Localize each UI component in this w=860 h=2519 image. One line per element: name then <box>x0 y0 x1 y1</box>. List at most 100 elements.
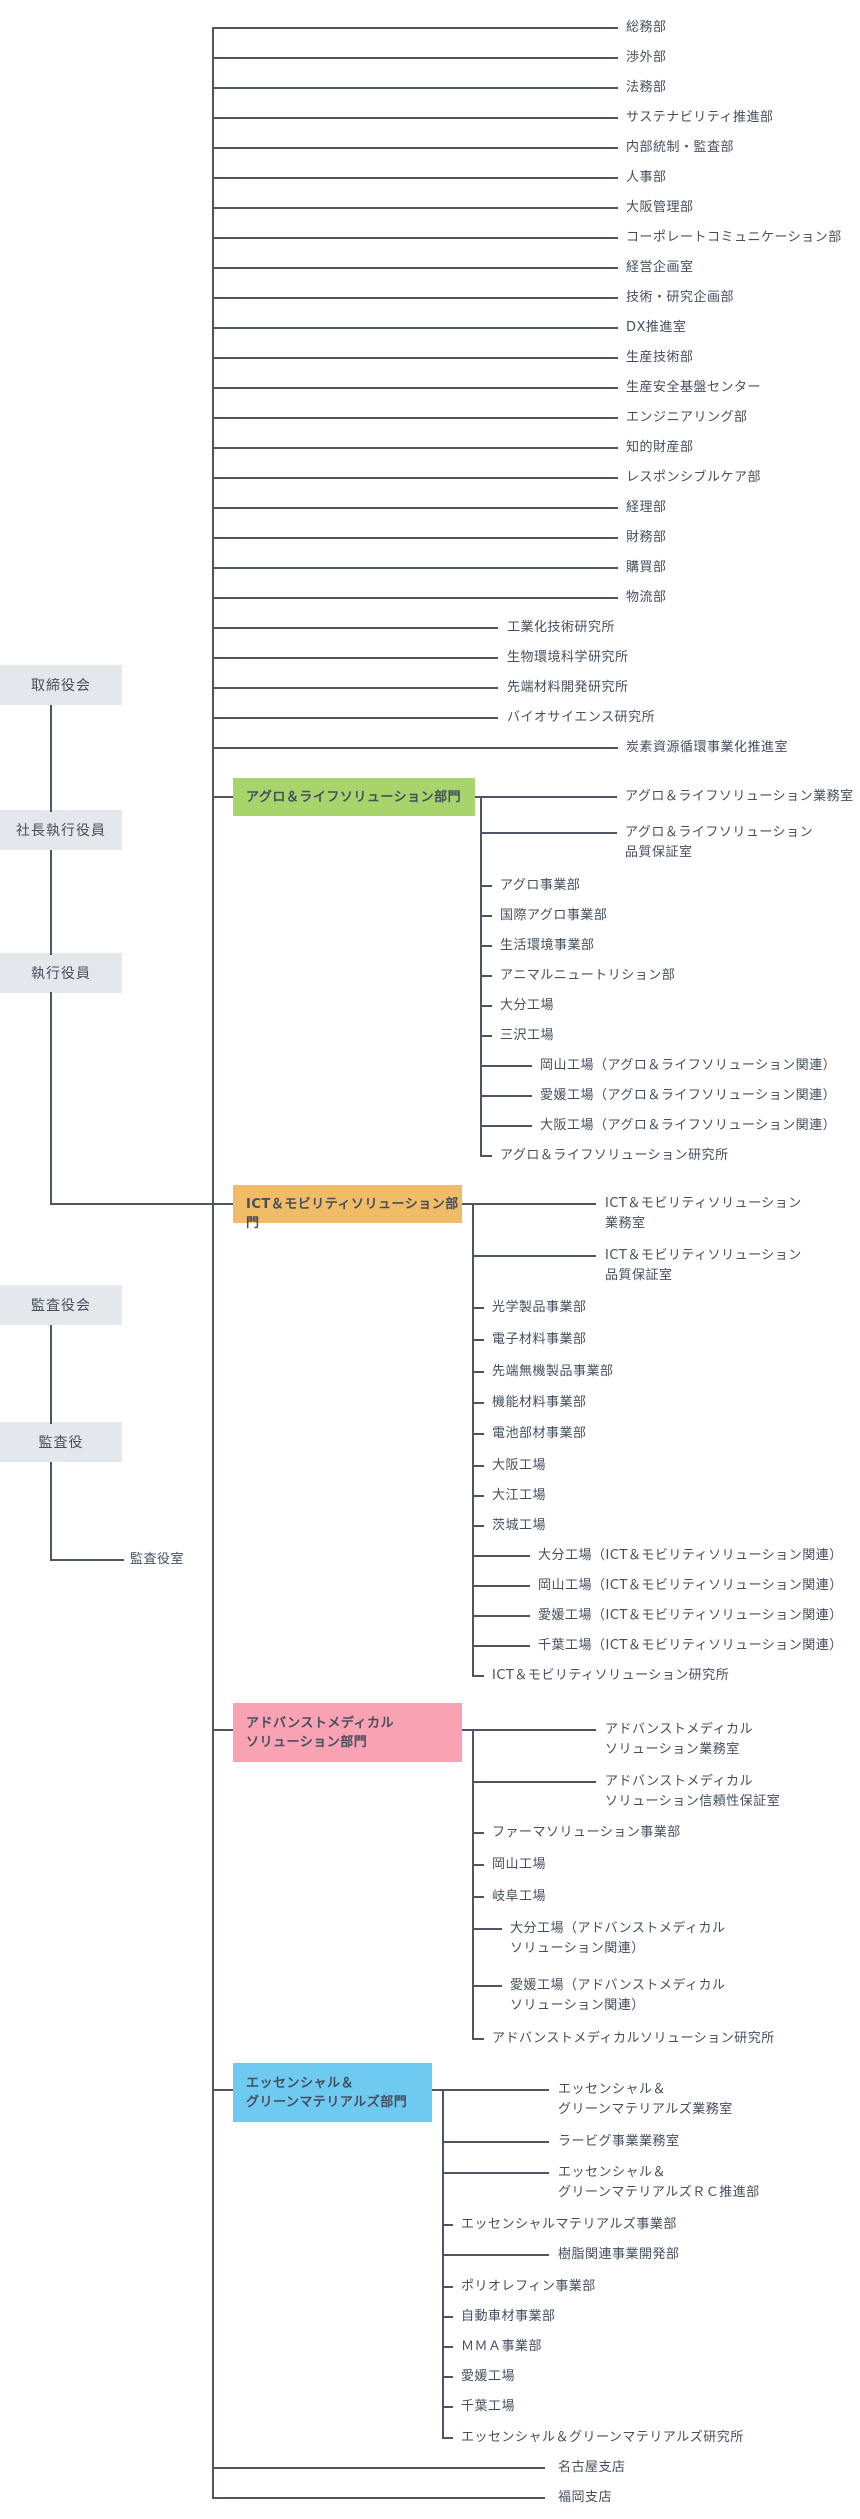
unit-branch-line <box>481 1095 532 1097</box>
division-branch-line <box>462 1729 473 1731</box>
branch-office-label: 名古屋支店 <box>558 2458 626 2478</box>
division-branch-line <box>462 1203 473 1205</box>
branch-line <box>213 2467 545 2469</box>
org-unit-label-line: 生産安全基盤センター <box>626 380 762 395</box>
org-unit-label-line: アドバンストメディカルソリューション研究所 <box>492 2031 775 2046</box>
unit-branch-line <box>481 1065 532 1067</box>
department-label: 大阪管理部 <box>626 198 694 218</box>
division-unit-label: 大分工場（ICT＆モビリティソリューション関連） <box>538 1546 843 1566</box>
division-box: ICT＆モビリティソリューション部門 <box>233 1185 462 1231</box>
governance-box: 取締役会 <box>0 665 122 705</box>
division-unit-label: 愛媛工場 <box>461 2367 515 2387</box>
unit-branch-line <box>473 1433 484 1435</box>
org-unit-label-line: 自動車材事業部 <box>461 2309 556 2324</box>
org-unit-label-line: 人事部 <box>626 170 667 185</box>
org-unit-label-line: 生物環境科学研究所 <box>507 650 629 665</box>
org-unit-label-line: コーポレートコミュニケーション部 <box>626 230 842 245</box>
org-unit-label-line: エッセンシャル＆グリーンマテリアルズ研究所 <box>461 2430 744 2445</box>
branch-line <box>213 357 618 359</box>
branch-line <box>213 387 618 389</box>
unit-branch-line <box>481 1005 492 1007</box>
department-label: 物流部 <box>626 588 667 608</box>
branch-line <box>213 147 618 149</box>
org-unit-label-line: 購買部 <box>626 560 667 575</box>
unit-branch-line <box>473 1465 484 1467</box>
org-unit-label-line: 品質保証室 <box>605 1268 673 1283</box>
unit-branch-line <box>473 1307 484 1309</box>
department-label: 経営企画室 <box>626 258 694 278</box>
org-unit-label-line: 炭素資源循環事業化推進室 <box>626 740 789 755</box>
branch-line <box>213 327 618 329</box>
org-unit-label-line: ラービグ事業業務室 <box>558 2134 680 2149</box>
division-box: エッセンシャル＆グリーンマテリアルズ部門 <box>233 2063 432 2122</box>
branch-line <box>213 507 618 509</box>
org-unit-label-line: 知的財産部 <box>626 440 694 455</box>
connector-line <box>50 1325 52 1424</box>
division-unit-label: 三沢工場 <box>500 1026 554 1046</box>
division-box-label-line: ソリューション部門 <box>246 1734 368 1750</box>
unit-branch-line <box>473 1371 484 1373</box>
division-unit-label: ICT＆モビリティソリューション品質保証室 <box>605 1246 802 1286</box>
division-unit-label: ICT＆モビリティソリューション研究所 <box>492 1666 729 1686</box>
division-unit-label: ICT＆モビリティソリューション業務室 <box>605 1194 802 1234</box>
unit-branch-line <box>481 1155 492 1157</box>
research-institute-label: 生物環境科学研究所 <box>507 648 629 668</box>
org-unit-label-line: アグロ＆ライフソリューション業務室 <box>625 789 854 804</box>
branch-line <box>213 57 618 59</box>
org-unit-label-line: 物流部 <box>626 590 667 605</box>
unit-branch-line <box>473 1985 502 1987</box>
branch-line <box>213 597 618 599</box>
org-unit-label-line: 愛媛工場（アグロ＆ライフソリューション関連） <box>540 1088 837 1103</box>
org-unit-label-line: 愛媛工場（アドバンストメディカル <box>510 1978 726 1993</box>
division-unit-label: 大分工場 <box>500 996 554 1016</box>
org-unit-label-line: 大分工場 <box>500 998 555 1013</box>
org-unit-label-line: 大江工場 <box>492 1488 547 1503</box>
unit-branch-line <box>443 2346 453 2348</box>
audit-office-label: 監査役室 <box>130 1550 184 1570</box>
org-unit-label-line: ICT＆モビリティソリューション <box>605 1196 802 1211</box>
unit-branch-line <box>443 2437 453 2439</box>
org-unit-label-line: エッセンシャルマテリアルズ事業部 <box>461 2217 677 2232</box>
org-unit-label-line: 大分工場（ICT＆モビリティソリューション関連） <box>538 1548 843 1563</box>
org-unit-label-line: DX推進室 <box>626 320 687 335</box>
division-branch-line <box>475 796 481 798</box>
division-box: アドバンストメディカルソリューション部門 <box>233 1703 462 1762</box>
division-unit-label: エッセンシャルマテリアルズ事業部 <box>461 2215 677 2235</box>
org-unit-label-line: 三沢工場 <box>500 1028 555 1043</box>
branch-line <box>213 87 618 89</box>
division-unit-label: アドバンストメディカルソリューション信頼性保証室 <box>605 1772 780 1812</box>
org-unit-label-line: アグロ＆ライフソリューション研究所 <box>500 1148 729 1163</box>
org-unit-label-line: ポリオレフィン事業部 <box>461 2279 596 2294</box>
org-unit-label-line: 先端無機製品事業部 <box>492 1364 614 1379</box>
division-unit-label: アグロ＆ライフソリューション業務室 <box>625 787 854 807</box>
org-unit-label-line: 名古屋支店 <box>558 2460 626 2475</box>
division-subtrunk-line <box>472 1729 474 2040</box>
division-branch-line <box>213 2089 233 2091</box>
division-unit-label: アニマルニュートリション部 <box>500 966 675 986</box>
unit-branch-line <box>473 1864 484 1866</box>
org-unit-label-line: 岐阜工場 <box>492 1889 547 1904</box>
unit-branch-line <box>443 2316 453 2318</box>
main-trunk-line <box>212 27 214 2499</box>
unit-branch-line <box>443 2089 549 2091</box>
division-unit-label: 茨城工場 <box>492 1516 546 1536</box>
department-label: 総務部 <box>626 18 667 38</box>
unit-branch-line <box>473 1525 484 1527</box>
department-label: 人事部 <box>626 168 667 188</box>
unit-branch-line <box>473 1896 484 1898</box>
division-unit-label: 電池部材事業部 <box>492 1424 587 1444</box>
department-label: DX推進室 <box>626 318 686 338</box>
unit-branch-line <box>443 2286 453 2288</box>
department-label: 生産技術部 <box>626 348 694 368</box>
unit-branch-line <box>443 2224 453 2226</box>
unit-branch-line <box>473 1645 530 1647</box>
org-unit-label-line: ファーマソリューション事業部 <box>492 1825 681 1840</box>
division-unit-label: 岡山工場（アグロ＆ライフソリューション関連） <box>540 1056 836 1076</box>
governance-box: 監査役 <box>0 1422 122 1462</box>
department-label: サステナビリティ推進部 <box>626 108 773 128</box>
unit-branch-line <box>481 1125 532 1127</box>
division-box-label-line: エッセンシャル＆ <box>246 2075 355 2091</box>
org-unit-label-line: グリーンマテリアルズ業務室 <box>558 2102 733 2117</box>
branch-line <box>213 567 618 569</box>
org-unit-label-line: 樹脂関連事業開発部 <box>558 2247 680 2262</box>
